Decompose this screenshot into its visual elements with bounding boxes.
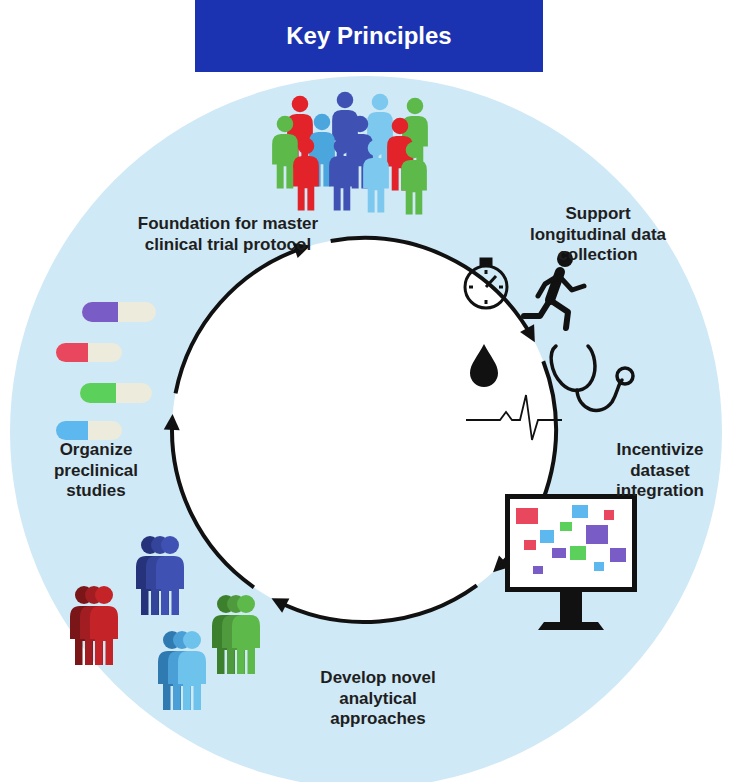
stethoscope-icon — [551, 346, 633, 411]
person-figure — [293, 138, 319, 211]
person-figure — [232, 595, 260, 674]
principle-label: Organize preclinical studies — [40, 440, 152, 502]
title-banner: Key Principles — [195, 0, 543, 72]
people-group — [70, 536, 260, 710]
person-figure — [363, 140, 389, 213]
principle-label: Support longitudinal data collection — [516, 204, 681, 266]
arrowhead — [520, 324, 535, 342]
outer-circle — [10, 76, 722, 782]
cycle-arc — [176, 247, 305, 393]
person-figure — [178, 631, 206, 710]
title: Key Principles — [286, 22, 451, 50]
cycle-arc — [172, 420, 254, 587]
principle-label: Incentivize dataset integration — [603, 440, 718, 502]
principle-label: Develop novel analytical approaches — [308, 668, 448, 730]
person-figure — [156, 536, 184, 615]
arrowhead — [164, 414, 180, 430]
person-figure — [401, 142, 427, 215]
blood-drop-icon — [470, 344, 498, 387]
person-figure — [329, 138, 355, 211]
cycle-arrows — [164, 238, 556, 622]
inner-circle — [172, 238, 556, 622]
person-figure — [90, 586, 118, 665]
people-group — [272, 92, 428, 215]
ecg-line — [466, 395, 562, 440]
pill-icons — [56, 302, 156, 440]
cycle-arc — [331, 238, 532, 337]
cycle-arc — [277, 585, 477, 622]
stopwatch-icon — [465, 259, 507, 308]
principle-label: Foundation for master clinical trial pro… — [128, 214, 328, 255]
monitor-icon — [505, 494, 637, 630]
arrowhead — [271, 598, 289, 612]
